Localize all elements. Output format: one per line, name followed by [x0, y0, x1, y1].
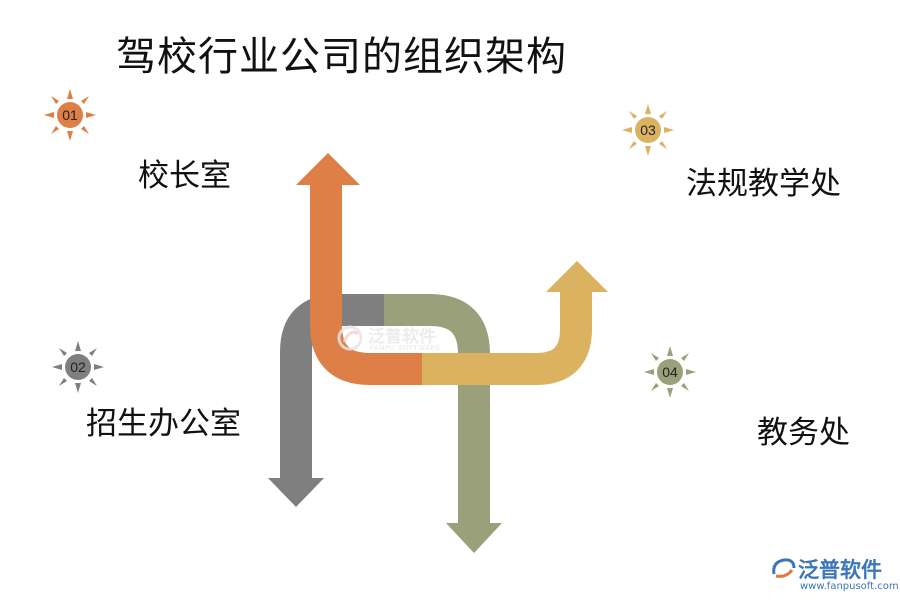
node-03-sun-icon: 03: [620, 102, 676, 158]
fanpu-logo-icon: [337, 325, 363, 351]
logo-url[interactable]: www.fanpusoft.com: [800, 581, 899, 592]
watermark-sub: FANPU SOFTWARE: [370, 344, 441, 352]
node-02-sun-icon: 02: [50, 339, 106, 395]
logo-brand: 泛普软件: [798, 558, 882, 582]
arrow-04-head: [446, 523, 502, 553]
node-02-label: 招生办公室: [86, 406, 241, 442]
arrow-03: [422, 289, 592, 385]
node-04-number: 04: [662, 364, 678, 380]
node-01-sun-icon: 01: [42, 87, 98, 143]
watermark-brand: 泛普软件: [368, 327, 436, 347]
arrow-03-head: [546, 261, 608, 292]
center-watermark: 泛普软件 FANPU SOFTWARE: [336, 322, 466, 362]
arrow-01-head: [296, 153, 360, 185]
page-title: 驾校行业公司的组织架构: [116, 34, 567, 80]
brand-logo[interactable]: 泛普软件 www.fanpusoft.com: [770, 554, 899, 598]
node-04-label: 教务处: [757, 415, 850, 451]
node-03-number: 03: [640, 122, 656, 138]
node-01-label: 校长室: [138, 158, 231, 194]
arrow-01: [310, 180, 422, 385]
node-02-number: 02: [70, 359, 86, 375]
node-03-label: 法规教学处: [686, 166, 841, 202]
arrow-02-head: [268, 478, 324, 507]
arrow-04: [384, 294, 490, 525]
fanpu-logo-icon: [772, 558, 796, 578]
node-04-sun-icon: 04: [642, 344, 698, 400]
node-01-number: 01: [62, 107, 78, 123]
